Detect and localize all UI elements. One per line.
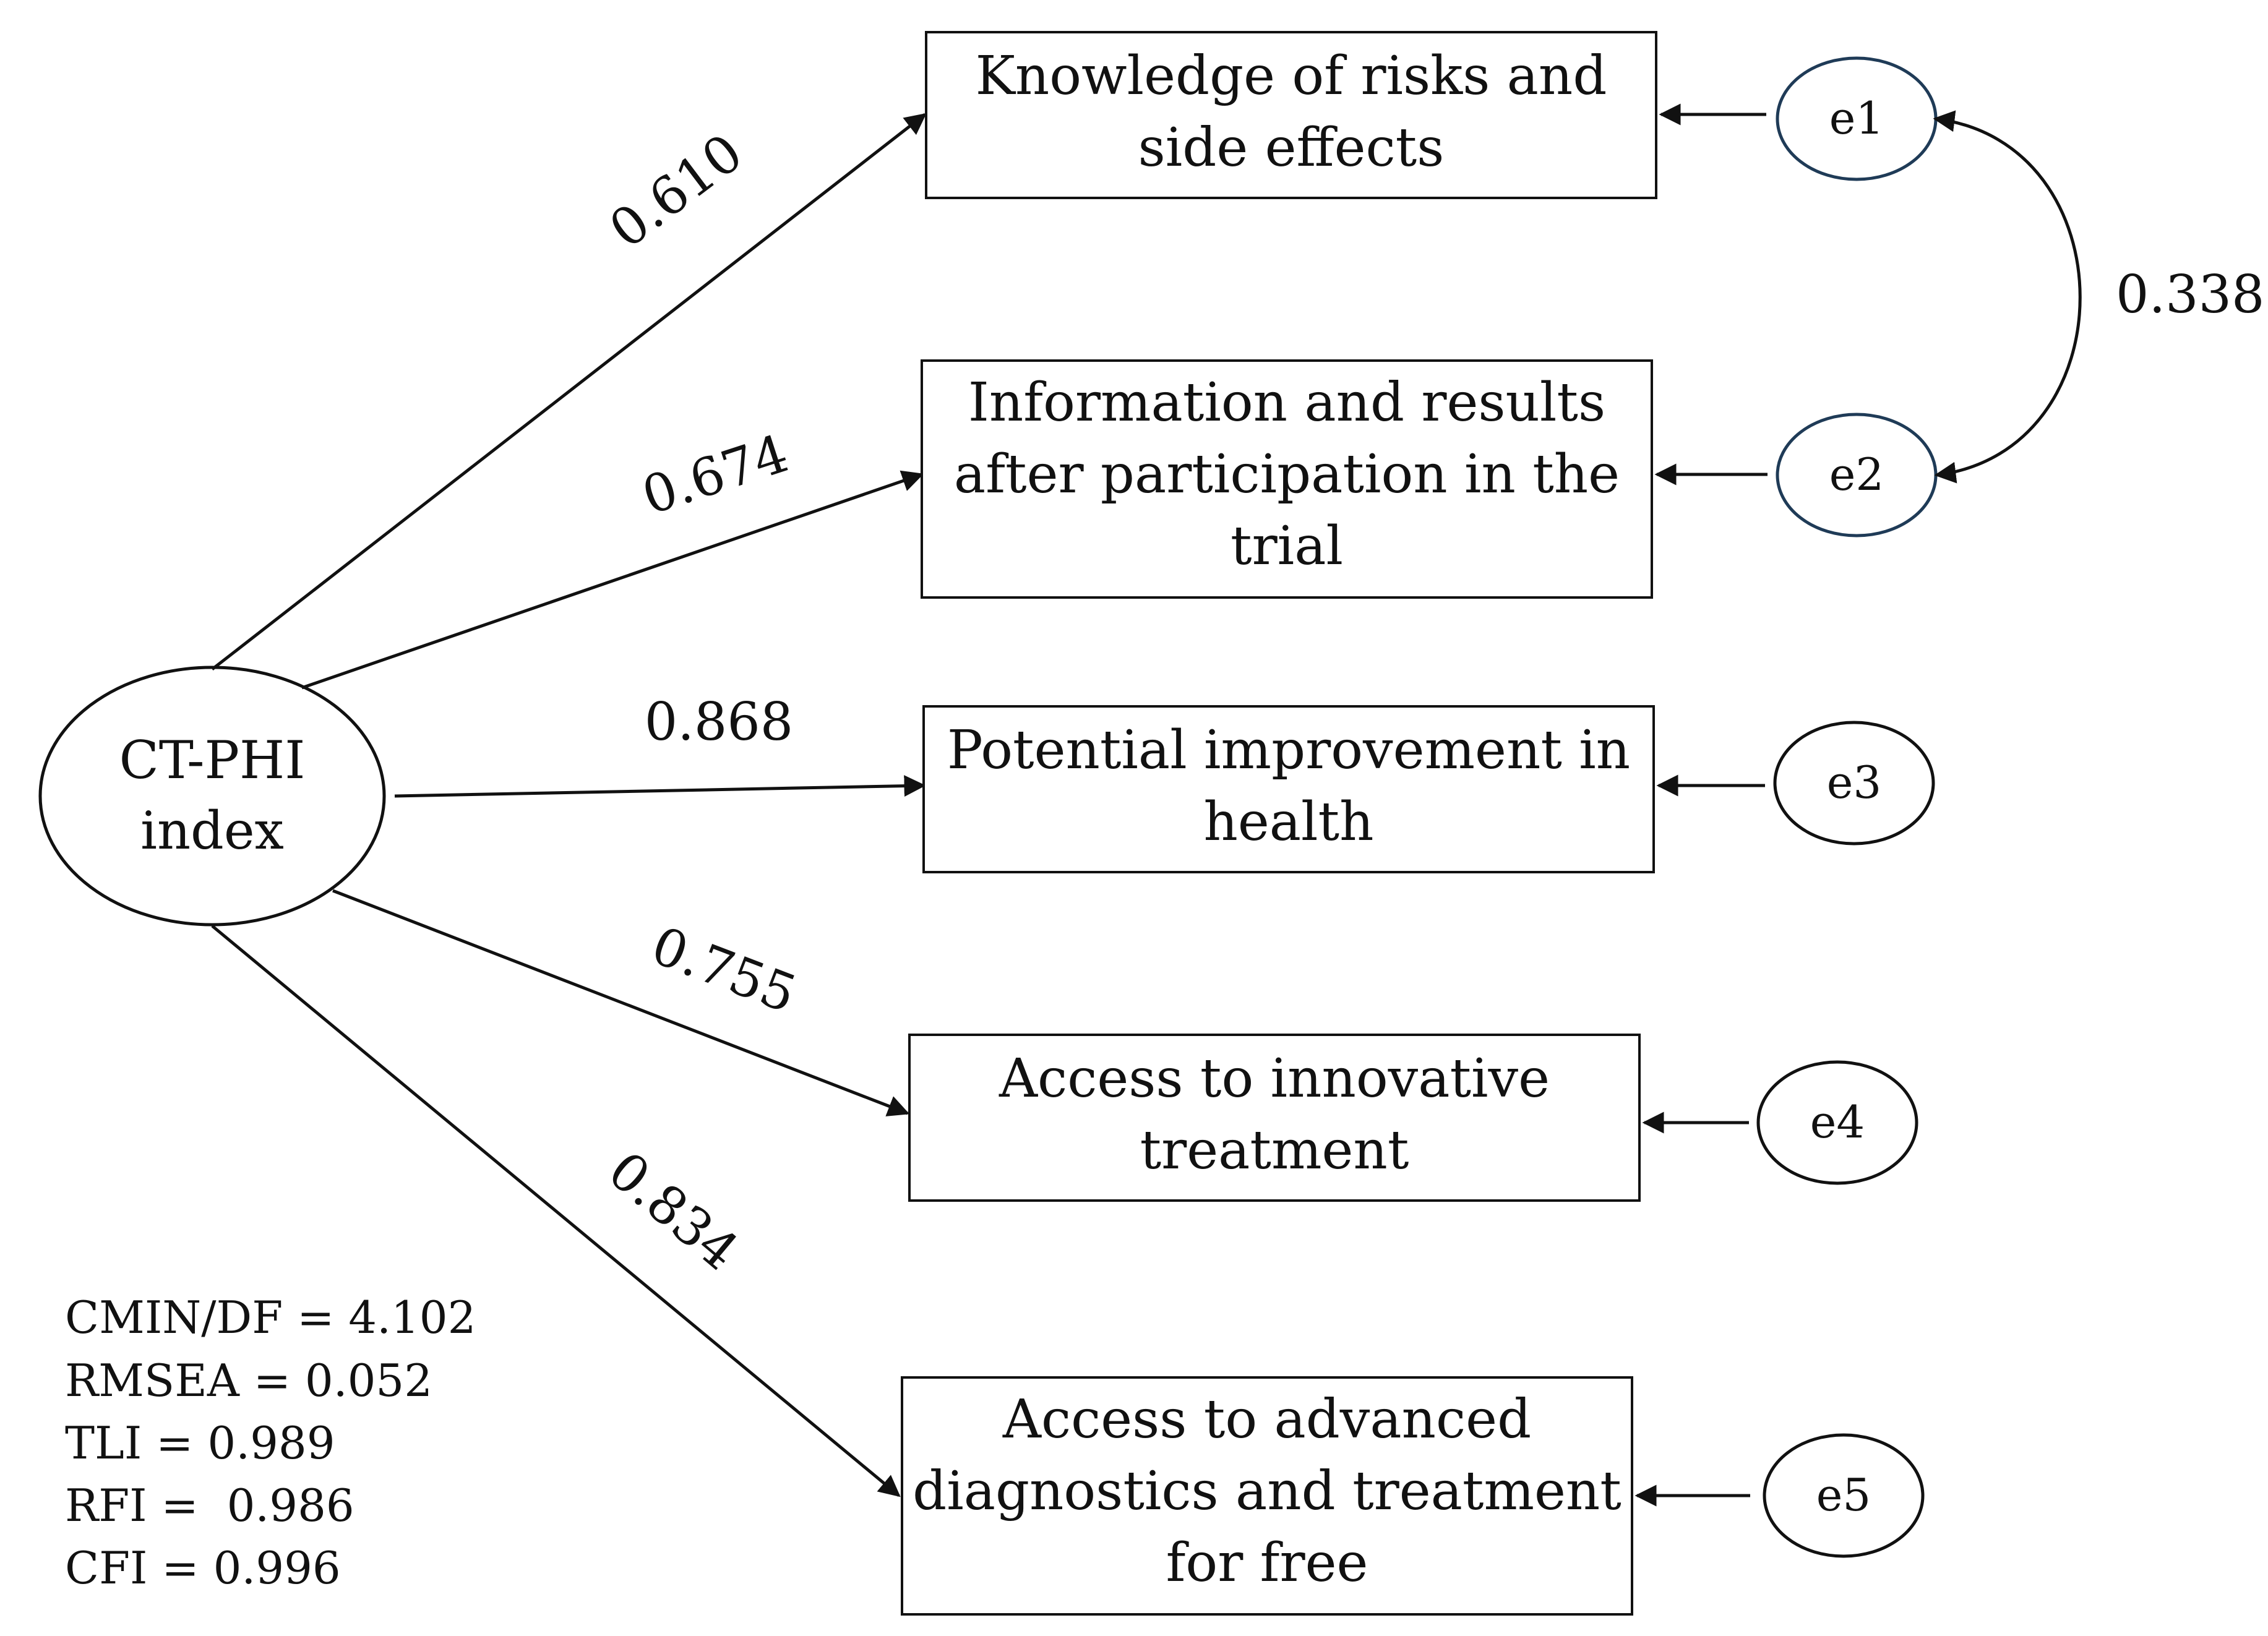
loading-ind2: 0.674 <box>635 423 796 527</box>
error-label-e2: e2 <box>1829 448 1884 500</box>
indicator-box-4: Access to innovative treatment <box>908 1034 1641 1202</box>
error-node-e1: e1 <box>1776 56 1938 181</box>
path-ind2 <box>301 470 924 690</box>
error-node-e4: e4 <box>1756 1060 1918 1185</box>
loading-paths <box>211 113 927 1497</box>
fit-index-tli: TLI = 0.989 <box>65 1417 335 1469</box>
path-ind1 <box>211 113 927 670</box>
loading-labels: 0.610 0.674 0.868 0.755 0.834 <box>597 122 804 1282</box>
indicator-1-line-1: Knowledge of risks and <box>976 45 1607 107</box>
loading-ind1: 0.610 <box>598 122 754 260</box>
indicator-5-line-3: for free <box>1166 1532 1368 1594</box>
indicator-5-line-2: diagnostics and treatment <box>913 1460 1622 1522</box>
fit-index-cfi: CFI = 0.996 <box>65 1542 341 1594</box>
latent-node: CT-PHI index <box>38 666 386 927</box>
fit-indices: CMIN/DF = 4.102 RMSEA = 0.052 TLI = 0.98… <box>65 1291 476 1594</box>
path-ind3 <box>394 775 926 798</box>
indicator-box-5: Access to advanced diagnostics and treat… <box>901 1376 1633 1616</box>
latent-label-line-1: CT-PHI <box>119 730 306 790</box>
fit-index-cmin-df: CMIN/DF = 4.102 <box>65 1291 476 1343</box>
error-label-e5: e5 <box>1816 1469 1871 1521</box>
error-label-e1: e1 <box>1829 92 1884 144</box>
loading-ind4: 0.755 <box>644 915 805 1025</box>
indicator-1-line-2: side effects <box>1138 117 1445 179</box>
indicator-4-line-1: Access to innovative <box>999 1048 1550 1110</box>
error-node-e5: e5 <box>1763 1433 1925 1558</box>
indicator-3-line-2: health <box>1203 791 1373 853</box>
indicator-2-line-3: trial <box>1231 515 1343 577</box>
indicator-2-line-2: after participation in the <box>954 443 1620 505</box>
loading-ind5: 0.834 <box>597 1140 750 1282</box>
indicator-4-line-2: treatment <box>1140 1120 1409 1181</box>
indicator-3-line-1: Potential improvement in <box>947 719 1630 781</box>
loading-ind3: 0.868 <box>645 692 793 752</box>
indicator-2-line-1: Information and results <box>968 372 1605 434</box>
error-paths <box>1634 103 1768 1507</box>
error-label-e4: e4 <box>1810 1096 1865 1148</box>
indicator-box-2: Information and results after participat… <box>921 359 1653 599</box>
covariance-label: 0.338 <box>2116 264 2264 325</box>
error-node-e2: e2 <box>1776 413 1938 537</box>
path-ind5 <box>211 925 901 1497</box>
indicator-box-1: Knowledge of risks and side effects <box>925 31 1657 199</box>
error-node-e3: e3 <box>1773 721 1935 846</box>
indicator-box-3: Potential improvement in health <box>922 705 1655 873</box>
latent-label-line-2: index <box>140 800 284 861</box>
fit-index-rfi: RFI = 0.986 <box>65 1480 354 1531</box>
path-ind4 <box>332 889 910 1116</box>
covariance-arc-e1-e2 <box>1933 110 2082 484</box>
error-label-e3: e3 <box>1827 756 1881 808</box>
indicator-5-line-1: Access to advanced <box>1002 1389 1531 1450</box>
fit-index-rmsea: RMSEA = 0.052 <box>65 1355 432 1407</box>
